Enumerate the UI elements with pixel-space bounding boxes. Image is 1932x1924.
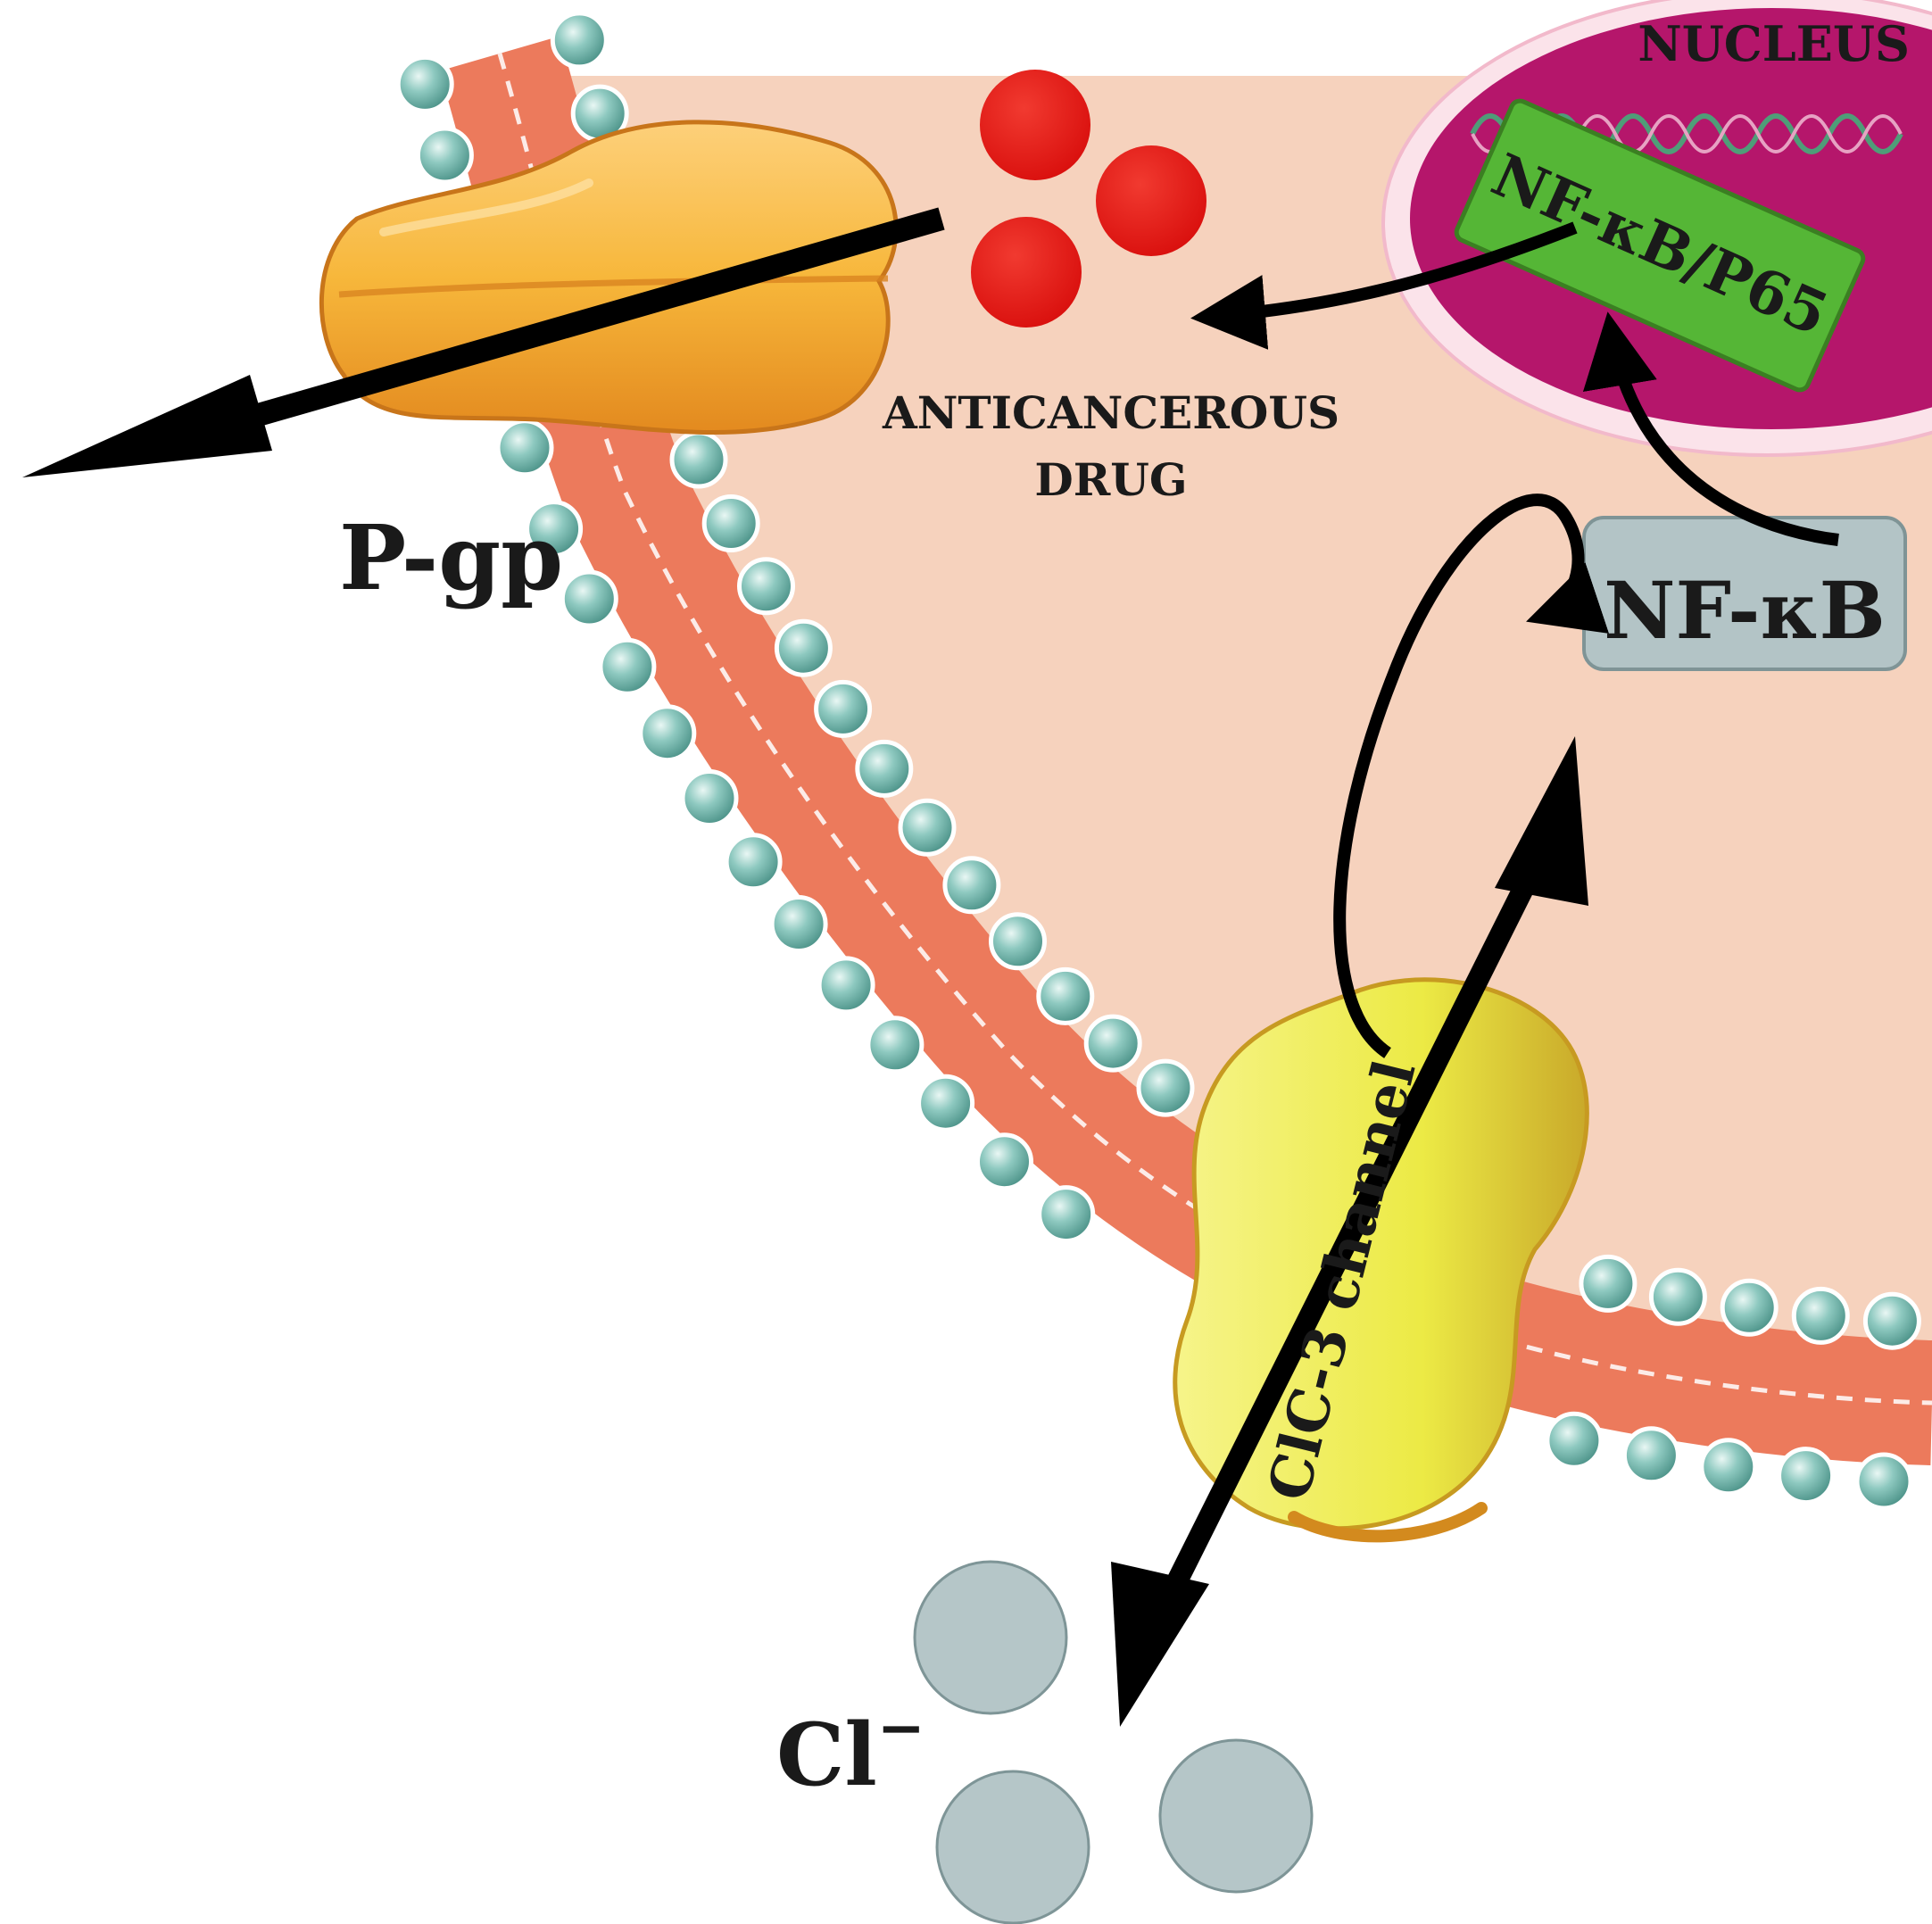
lipid-head <box>1777 1447 1836 1505</box>
lipid-head <box>1083 1014 1142 1073</box>
lipid-head <box>724 833 783 892</box>
lipid-head <box>916 1074 975 1132</box>
nucleus-label: NUCLEUS <box>1638 15 1910 72</box>
lipid-head <box>1136 1058 1195 1117</box>
lipid-head <box>1791 1286 1850 1345</box>
lipid-head <box>898 798 957 857</box>
lipid-head <box>560 569 618 628</box>
chloride-arrowhead-up <box>1495 736 1588 906</box>
lipid-head <box>638 704 697 763</box>
chloride-label-base: Cl <box>776 1704 877 1805</box>
chloride-ion <box>1158 1738 1314 1894</box>
lipid-head <box>942 856 1001 915</box>
lipid-head <box>817 956 875 1015</box>
lipid-head <box>395 54 454 113</box>
nfkb-label: NF-κB <box>1604 564 1886 657</box>
lipid-head <box>1579 1254 1638 1313</box>
lipid-head <box>701 494 760 552</box>
lipid-head <box>866 1016 925 1074</box>
lipid-head <box>495 419 554 477</box>
nfkb-p65-to-drug-arrow <box>1190 221 1578 350</box>
lipid-head <box>1545 1411 1604 1470</box>
lipid-head <box>1720 1278 1779 1337</box>
chloride-transport-arrow <box>1155 851 1549 1612</box>
chloride-label-charge: − <box>877 1695 925 1762</box>
lipid-head <box>1648 1267 1707 1326</box>
clc3-to-nfkb-loop-arrow <box>1333 493 1610 1058</box>
arrows <box>22 207 1839 1727</box>
chloride-label: Cl− <box>776 1695 925 1805</box>
lipid-head <box>1037 1185 1096 1244</box>
drug-molecule <box>980 70 1090 180</box>
lipid-head <box>1699 1438 1758 1497</box>
lipid-head <box>814 679 873 738</box>
chloride-ion <box>913 1560 1068 1715</box>
nfkb-to-p65-arrow <box>1582 311 1839 546</box>
efflux-arrowhead <box>22 375 272 477</box>
lipid-head <box>855 739 914 798</box>
pgp-label: P-gp <box>339 505 563 610</box>
drug-molecules <box>971 70 1206 328</box>
drug-molecule <box>1096 145 1206 256</box>
chloride-arrowhead-down <box>1111 1562 1209 1727</box>
lipid-head <box>989 912 1047 971</box>
drug-label-line2: DRUG <box>1034 453 1187 506</box>
lipid-head <box>525 500 584 559</box>
lipid-head <box>669 430 728 489</box>
lipid-head <box>975 1132 1033 1191</box>
lipid-head <box>1854 1452 1913 1511</box>
lipid-head <box>680 769 739 827</box>
nfkb-box: NF-κB <box>1582 516 1907 671</box>
lipid-head <box>415 126 474 185</box>
chloride-ion <box>935 1770 1090 1924</box>
lipid-head <box>774 618 833 677</box>
lipid-head <box>598 637 657 696</box>
lipid-head <box>769 895 828 953</box>
lipid-head <box>1621 1426 1680 1485</box>
pgp-transporter <box>319 120 899 435</box>
drug-molecule <box>971 217 1082 328</box>
lipid-head <box>737 557 795 616</box>
drug-label-line1: ANTICANCEROUS <box>882 386 1339 439</box>
lipid-head <box>550 11 609 70</box>
lipid-head <box>1036 966 1095 1025</box>
efflux-arrow <box>130 207 945 462</box>
chloride-ions <box>913 1560 1314 1924</box>
lipid-head <box>1862 1291 1921 1350</box>
